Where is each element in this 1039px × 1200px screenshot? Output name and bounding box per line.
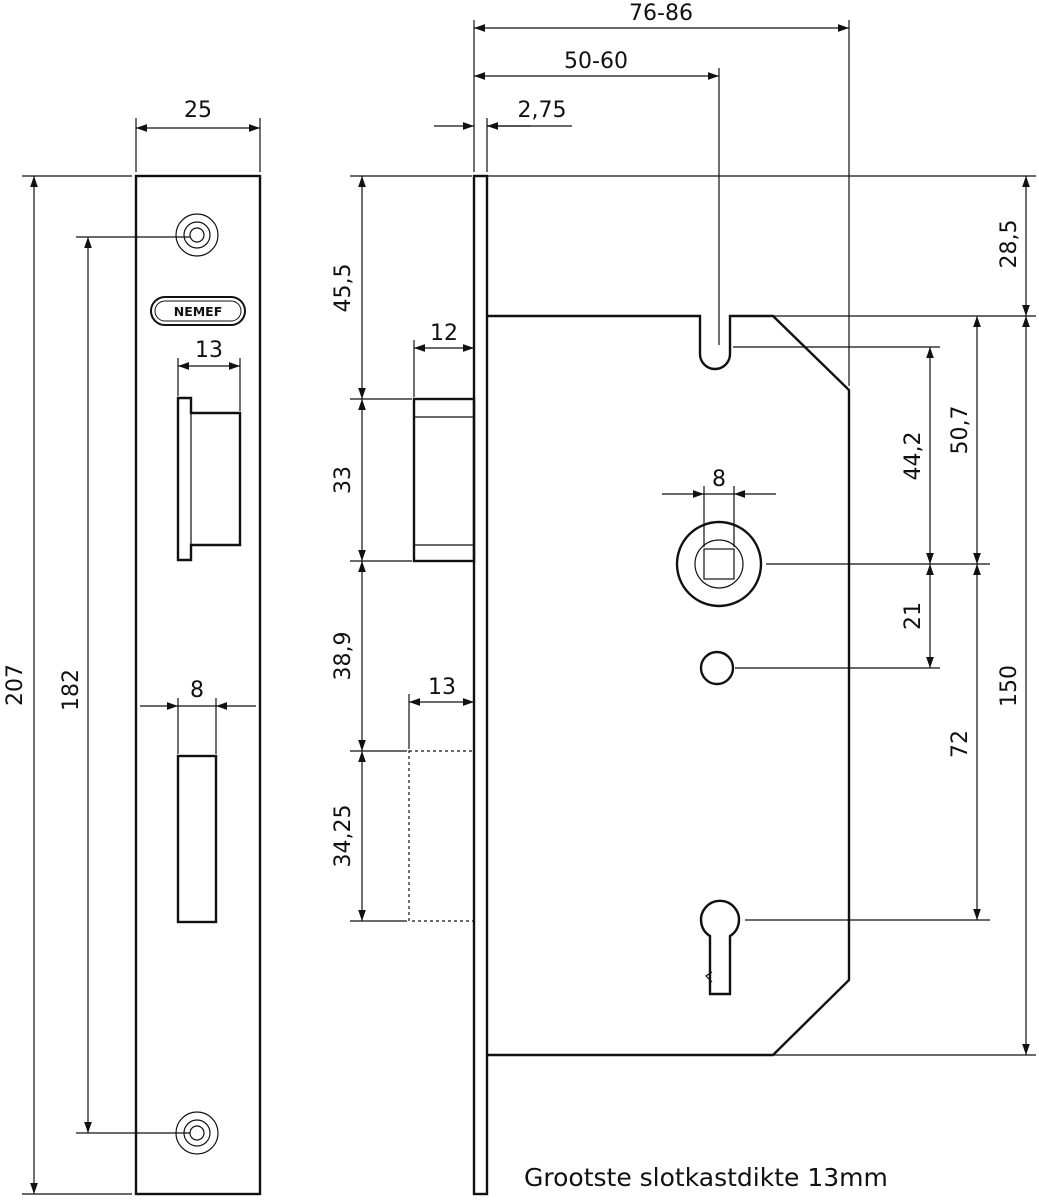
spindle-size-label: 8 xyxy=(712,467,726,492)
dim-faceplate-width: 25 xyxy=(135,98,261,172)
screw-spacing-label: 182 xyxy=(59,669,84,711)
dim-spindle-to-keyhole: 72 xyxy=(948,564,981,920)
caption: Grootste slotkastdikte 13mm xyxy=(524,1163,888,1192)
dim-case-top-to-spindle: 50,7 xyxy=(948,316,981,564)
dim-backset-range: 76-86 xyxy=(473,1,850,386)
spindle-hub-icon xyxy=(675,520,763,608)
dim-latch-depth: 12 xyxy=(413,321,475,397)
top-screw-hole-icon xyxy=(175,213,219,257)
faceplate-height-label: 207 xyxy=(3,664,28,706)
forend-plate-edge xyxy=(472,174,489,1196)
nemef-logo: NEMEF xyxy=(150,296,246,326)
lock-case-outline xyxy=(487,314,851,1057)
dim-bolt-opening: 8 xyxy=(140,678,256,754)
fixing-hole-icon xyxy=(699,650,735,686)
latch-height-label: 33 xyxy=(331,466,356,494)
backset-label: 50-60 xyxy=(564,49,628,74)
latch-opening-label: 13 xyxy=(195,338,223,363)
case-top-to-spindle-label: 50,7 xyxy=(948,406,973,455)
dim-plate-thickness: 2,75 xyxy=(434,98,572,172)
spindle-to-keyhole-label: 72 xyxy=(948,730,973,758)
dim-notch-to-spindle: 44,2 xyxy=(901,347,934,564)
faceplate-view: NEMEF 25 207 xyxy=(3,98,262,1196)
notch-to-spindle-label: 44,2 xyxy=(901,432,926,481)
bolt-opening xyxy=(176,754,218,924)
faceplate-outline xyxy=(134,174,262,1196)
latch-opening xyxy=(176,396,242,562)
logo-text: NEMEF xyxy=(174,304,223,319)
backset-range-label: 76-86 xyxy=(629,1,693,26)
dim-top-to-case: 28,5 xyxy=(997,176,1030,316)
dim-screw-spacing: 182 xyxy=(59,236,190,1134)
bolt-height-label: 34,25 xyxy=(331,805,356,868)
bolt-opening-label: 8 xyxy=(190,678,204,703)
dim-bolt-depth: 13 xyxy=(408,675,475,749)
dim-left-chain: 45,5 33 38,9 34,25 xyxy=(331,175,472,922)
latch-to-bolt-label: 38,9 xyxy=(331,632,356,681)
top-to-latch-label: 45,5 xyxy=(331,264,356,313)
dim-case-height: 150 xyxy=(997,316,1030,1055)
dead-bolt-retracted xyxy=(408,750,475,922)
plate-thickness-label: 2,75 xyxy=(518,98,567,123)
dim-backset: 50-60 xyxy=(474,49,720,345)
keyhole-icon xyxy=(699,899,741,996)
spindle-to-hole-label: 21 xyxy=(901,602,926,630)
side-view: 76-86 50-60 2,75 45,5 3 xyxy=(331,1,1036,1196)
dim-faceplate-height: 207 xyxy=(3,175,132,1195)
dim-latch-opening: 13 xyxy=(177,338,241,411)
keyhole-ward xyxy=(705,971,713,983)
dim-spindle-to-hole: 21 xyxy=(901,564,934,668)
latch-bolt xyxy=(412,397,476,563)
top-to-case-label: 28,5 xyxy=(997,220,1022,269)
dim-spindle-size: 8 xyxy=(662,467,776,547)
faceplate-width-label: 25 xyxy=(184,98,212,123)
latch-depth-label: 12 xyxy=(430,321,458,346)
bolt-depth-label: 13 xyxy=(428,675,456,700)
case-height-label: 150 xyxy=(997,665,1022,707)
